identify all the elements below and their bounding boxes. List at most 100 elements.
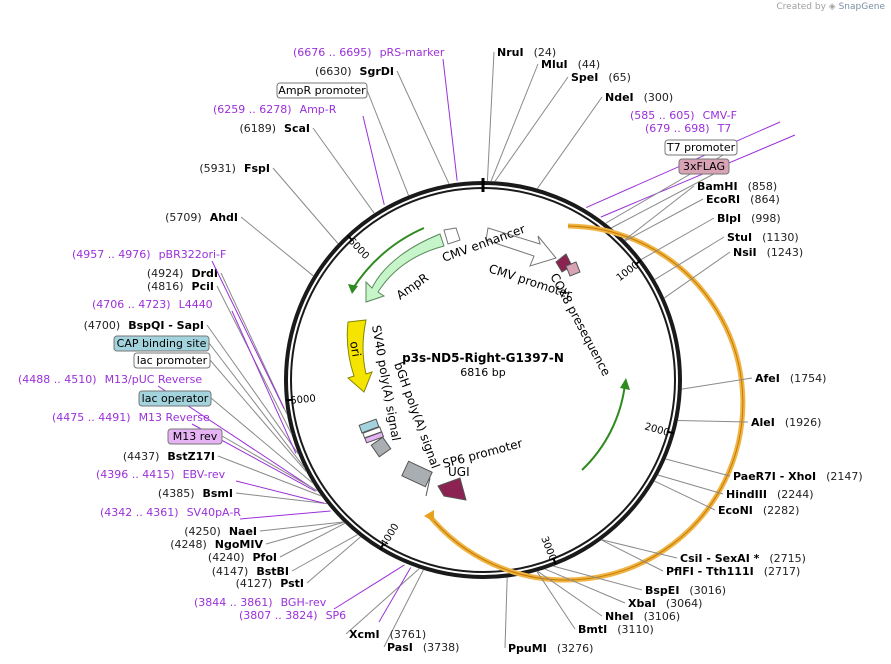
site-hindiii: HindIII(2244) [726,488,814,501]
leader-csii-sexai [601,539,678,559]
primer-name: T7 [717,122,732,135]
primer-cmv-f: (585 .. 605)CMV-F [630,109,737,122]
leader-sgrdi [396,70,450,185]
leader-xbai [544,568,626,604]
box-label-t7-promoter: T7 promoter [666,141,736,154]
primer-name: BGH-rev [281,596,327,609]
site-position: (2147) [826,470,863,483]
site-name: NsiI [733,246,757,259]
primer-name: pBR322ori-F [159,248,227,261]
orf-arc-green-right [581,378,630,471]
site-name: BspQI - SapI [128,319,204,332]
orf-arc-green-left [348,227,425,294]
site-bstbi: (4147)BstBI [212,565,289,578]
site-position: (3106) [644,610,681,623]
feature-label-ori: ori [347,340,363,358]
box-label-lac-operator: lac operator [142,392,209,405]
restriction-sites: NruI(24)MluI(44)SpeI(65)NdeI(300)BamHI(8… [84,46,863,655]
primer-leader-sp6 [378,567,412,623]
site-nrui: NruI(24) [497,46,556,59]
site-name: EcoNI [718,504,753,517]
leader-bamhi [624,185,695,241]
site-ngomiv: (4248)NgoMIV [170,538,263,551]
site-bspqi-sapi: (4700) BspQI - SapI [84,319,204,332]
site-name: NruI [497,46,524,59]
site-name: BmtI [578,623,607,636]
site-name: PpuMI [508,642,547,655]
site-csii-sexai: CsiI - SexAI *(2715) [680,552,806,565]
site-name: NheI [605,610,634,623]
leader-stui [654,236,725,280]
site-position: (65) [608,71,631,84]
site-stui: StuI(1130) [727,231,799,244]
site-position: (1926) [785,416,822,429]
leader-econi [654,480,716,511]
site-name: BlpI [717,212,741,225]
leader-blpi [641,217,715,260]
box-ampr-promoter [276,82,368,99]
leader-alei [677,419,749,423]
site-position: (5709) [165,211,202,224]
site-position: (4924) [147,267,184,280]
site-position: (4248) [170,538,207,551]
leader-ndei [536,96,603,189]
site-name: FspI [244,162,270,175]
site-bamhi: BamHI(858) [697,180,777,193]
site-bspei: BspEI(3016) [645,584,726,597]
site-fspi: (5931)FspI [199,162,270,175]
site-position: (998) [751,212,781,225]
site-nsii: NsiI(1243) [733,246,803,259]
site-paer7i-xhoi: PaeR7I - XhoI(2147) [733,470,863,483]
site-position: (3738) [423,641,460,654]
site-leader-lines [206,51,753,649]
leader-psti [306,536,361,584]
site-position: (2715) [769,552,806,565]
site-name: ScaI [284,122,310,135]
site-pcii: (4816)PciI [147,280,214,293]
site-position: (3761) [390,628,427,641]
primer-range: (4957 .. 4976) [72,248,151,261]
leader-drdi [220,272,288,415]
primer-range: (4488 .. 4510) [18,373,97,386]
site-name: SgrDI [360,65,394,78]
primer-name: L4440 [179,298,213,311]
leader-pfoi [279,522,346,558]
primer-pbr322ori-f: (4957 .. 4976) pBR322ori-F [72,248,226,261]
site-bmti: BmtI(3110) [578,623,654,636]
leader-bspei [553,565,643,591]
site-position: (2244) [777,488,814,501]
feature-label-ugi: UGI [448,465,470,479]
leader-hindiii [657,474,724,495]
leader-bspqi-sapi [206,324,299,455]
snapgene-logo-icon: ◈ [828,2,836,12]
site-name: XbaI [628,597,656,610]
site-name: PfoI [253,551,278,564]
ugi-arrow [437,477,467,501]
site-position: (864) [750,193,780,206]
box-label-3xflag: 3xFLAG [683,160,725,173]
leader-ngomiv [265,521,344,545]
primer-name: EBV-rev [183,468,226,481]
box-leader-ampr-promoter [366,89,410,196]
primer-ebv-rev: (4396 .. 4415)EBV-rev [96,468,226,481]
lac-region-boxes [358,418,392,458]
primer-name: Amp-R [300,103,337,116]
leader-spei [494,76,569,182]
site-xbai: XbaI(3064) [628,597,702,610]
site-position: (4700) [84,319,121,332]
leader-xcmi [345,568,420,635]
snapgene-credit: Created by ◈ SnapGene [776,2,885,12]
tick-mark-2000 [666,430,674,435]
site-bsmi: (4385)BsmI [158,487,233,500]
primer-range: (679 .. 698) [645,122,710,135]
credit-brand: SnapGene [838,2,885,12]
primer-name: pRS-marker [380,46,445,59]
site-position: (2717) [764,565,801,578]
tick-mark-6000 [346,234,354,242]
box-label-ampr-promoter: AmpR promoter [278,84,366,97]
ori-arrow [346,319,373,393]
tick-label-1000: 1000 [615,260,642,284]
plasmid-name: p3s-ND5-Right-G1397-N [402,351,564,365]
site-name: BsmI [203,487,234,500]
